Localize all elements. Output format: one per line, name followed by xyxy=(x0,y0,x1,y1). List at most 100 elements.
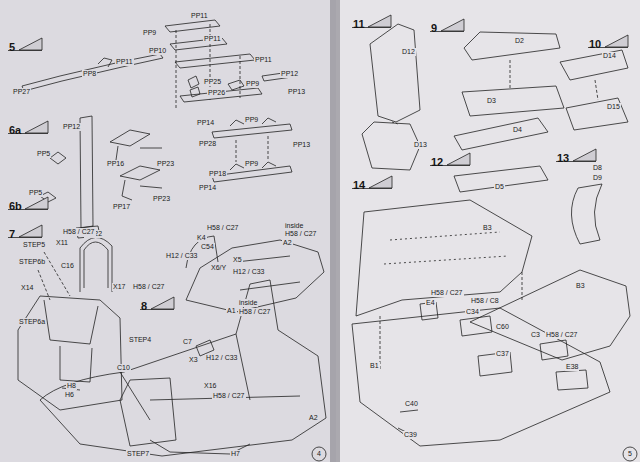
part-label: PP13 xyxy=(292,141,311,149)
part-label: H58 / C27 xyxy=(284,230,318,238)
part-label: C60 xyxy=(495,323,510,331)
cockpit-tub-installed xyxy=(120,378,176,446)
part-label: C54 xyxy=(200,243,215,251)
part-label: PP10 xyxy=(148,47,167,55)
right-page xyxy=(336,0,640,462)
part-label: PP12 xyxy=(280,70,299,78)
part-label: PP23 xyxy=(156,160,175,168)
part-label: PP18 xyxy=(208,170,227,178)
assembly-line xyxy=(510,60,511,88)
part-label: STEP6b xyxy=(18,258,46,266)
step-pennant-shape xyxy=(19,225,42,237)
step-pennant-shape xyxy=(441,19,464,31)
part-label: B3 xyxy=(482,224,493,232)
flap-d5 xyxy=(454,166,548,192)
part-label: B3 xyxy=(575,282,586,290)
step-pennant-shape xyxy=(369,176,392,188)
part-label: X14 xyxy=(20,284,34,292)
part-e38 xyxy=(556,370,588,390)
lower-wing-b1 xyxy=(352,308,610,446)
part-label: PP14 xyxy=(198,184,217,192)
part-label: H12 / C33 xyxy=(165,252,199,260)
pp11-plate xyxy=(165,20,220,32)
part-label: C10 xyxy=(116,364,131,372)
part-label: E38 xyxy=(565,363,579,371)
part-label: X17 xyxy=(112,283,126,291)
part-label: H12 / C33 xyxy=(205,354,239,362)
part-label: C37 xyxy=(495,350,510,358)
flap-d2 xyxy=(464,32,560,60)
assembly-line xyxy=(176,24,240,110)
seat xyxy=(44,300,98,344)
part-label: H58 / C27 xyxy=(430,289,464,297)
part-label: PP9 xyxy=(244,116,259,124)
part-label: E4 xyxy=(425,299,436,307)
part-c34 xyxy=(460,316,492,336)
part-label: PP28 xyxy=(198,140,217,148)
pp23-rod xyxy=(140,148,162,188)
part-label: A1 xyxy=(226,307,237,315)
part-label: 5 xyxy=(627,450,633,458)
part-label: A2 xyxy=(308,414,319,422)
cockpit-tub xyxy=(18,296,122,410)
page-number-circle xyxy=(623,447,637,461)
part-label: H58 / C27 xyxy=(206,224,240,232)
step-pennant-shape xyxy=(447,153,470,165)
pp5-part xyxy=(50,152,66,164)
flap-d4 xyxy=(454,118,548,150)
part-label: A2 xyxy=(282,239,293,247)
part-label: PP13 xyxy=(287,88,306,96)
floor xyxy=(60,346,92,382)
page-fold xyxy=(330,0,340,462)
part-label: PP9 xyxy=(245,80,260,88)
part-label: D5 xyxy=(494,183,505,191)
part-label: STEP4 xyxy=(128,336,152,344)
left-illustration xyxy=(18,20,326,461)
step-number: 6a xyxy=(8,124,22,136)
step-flag: 10 xyxy=(588,34,629,48)
pp11-plate xyxy=(175,54,255,68)
part-label: C16 xyxy=(60,262,75,270)
assembly-line xyxy=(380,272,522,370)
pp16-pedal xyxy=(110,130,150,160)
part-label: PP27 xyxy=(12,88,31,96)
part-label: PP16 xyxy=(106,160,125,168)
upper-wing-b3 xyxy=(470,270,630,360)
part-label: STEP7 xyxy=(126,450,150,458)
step-pennant-shape xyxy=(573,149,596,161)
fuselage-half-a1 xyxy=(40,280,326,456)
step-number: 6b xyxy=(8,200,23,212)
left-page xyxy=(0,0,336,462)
part-label: X11 xyxy=(55,239,69,247)
part-label: PP9 xyxy=(142,29,157,37)
panel-line xyxy=(120,334,300,420)
assembly-line xyxy=(595,80,598,100)
assembly-line xyxy=(236,136,268,162)
stabilizer-d13 xyxy=(362,122,420,170)
step-number: 8 xyxy=(140,300,148,312)
part-label: B1 xyxy=(369,362,380,370)
small-part xyxy=(188,76,200,97)
instrument-panel xyxy=(80,237,112,292)
small-part xyxy=(228,80,244,90)
fuselage-half-a2 xyxy=(186,240,324,312)
step-number: 7 xyxy=(8,228,16,240)
pp22-panel xyxy=(80,116,93,228)
part-label: X3 xyxy=(188,356,199,364)
step-number: 11 xyxy=(352,18,366,30)
step-pennant-shape xyxy=(25,197,48,209)
part-label: PP5 xyxy=(36,150,51,158)
control-rod xyxy=(22,54,163,91)
part-label: H58 / C27 xyxy=(545,331,579,339)
part-label: PP17 xyxy=(112,203,131,211)
aileron-d14 xyxy=(560,50,628,80)
part-label: PP9 xyxy=(244,160,259,168)
part-label: PP8 xyxy=(82,70,97,78)
step-pennant-shape xyxy=(368,15,391,27)
part-label: X6/Y xyxy=(210,264,227,272)
upper-wing-b3 xyxy=(356,200,532,316)
part-label: X5 xyxy=(232,256,243,264)
step-pennant-shape xyxy=(25,121,48,133)
part-label: PP5 xyxy=(28,189,43,197)
step-pennant-shape xyxy=(151,297,174,309)
